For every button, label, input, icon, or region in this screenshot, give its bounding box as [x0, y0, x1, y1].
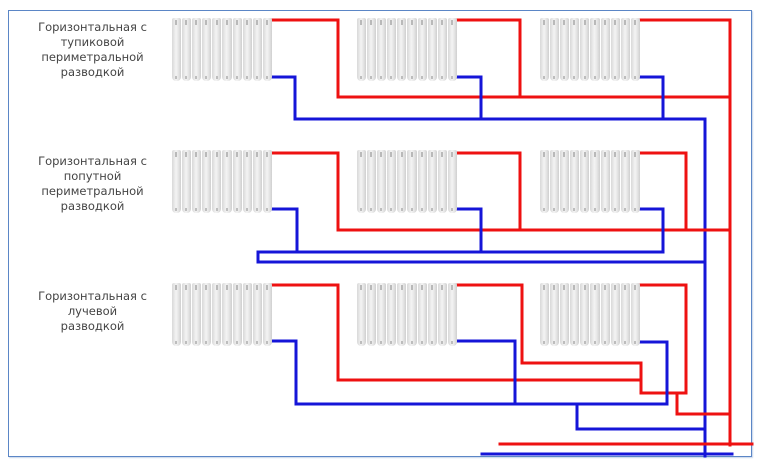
label-line: Горизонтальная с: [38, 154, 147, 168]
radiator: [172, 283, 272, 346]
label-line: Горизонтальная с: [38, 289, 147, 303]
row1-return-pipes: [271, 75, 707, 458]
label-passing-scheme: Горизонтальная с попутной периметральной…: [20, 154, 165, 214]
row3-supply-pipes: [271, 283, 732, 416]
label-line: разводкой: [60, 199, 125, 213]
label-line: периметральной: [41, 50, 144, 64]
radiator: [357, 150, 457, 213]
label-radial-scheme: Горизонтальная с лучевой разводкой: [20, 289, 165, 334]
label-line: лучевой: [67, 304, 118, 318]
row1-supply-pipes: [271, 18, 732, 447]
label-line: периметральной: [41, 184, 144, 198]
radiator: [357, 283, 457, 346]
radiator: [540, 18, 640, 81]
label-line: тупиковой: [60, 35, 125, 49]
row3-return-pipes: [271, 339, 707, 431]
row2-return-pipes: [256, 207, 707, 264]
label-line: разводкой: [60, 319, 125, 333]
radiator: [172, 18, 272, 81]
label-line: разводкой: [60, 65, 125, 79]
radiator: [172, 150, 272, 213]
diagram-frame: [8, 10, 752, 457]
label-line: Горизонтальная с: [38, 20, 147, 34]
radiator: [540, 283, 640, 346]
radiator: [357, 18, 457, 81]
label-dead-end-scheme: Горизонтальная с тупиковой периметрально…: [20, 20, 165, 80]
radiator: [540, 150, 640, 213]
label-line: попутной: [63, 169, 122, 183]
row2-supply-pipes: [271, 151, 732, 232]
